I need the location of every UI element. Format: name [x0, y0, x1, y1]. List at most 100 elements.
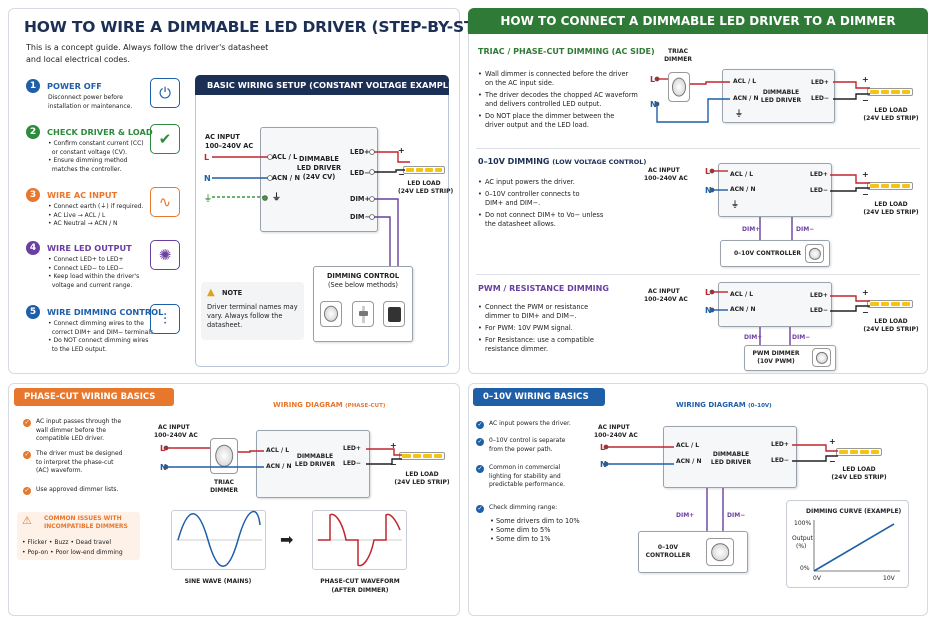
- step-3-line: • Connect earth (⏚) if required.: [48, 203, 144, 210]
- note-line-2: vary. Always follow the: [207, 312, 283, 320]
- pwm-dimmer-label-1: PWM DIMMER: [752, 350, 800, 357]
- basic-minus-label: −: [398, 170, 405, 179]
- phase-plus: +: [390, 441, 397, 450]
- basic-ledm-terminal: LED−: [350, 169, 370, 177]
- v010b-ledp: [792, 444, 838, 452]
- basic-dimp-terminal: DIM+: [350, 195, 371, 203]
- phase-led-strip: [399, 452, 445, 460]
- v010b-minus: −: [829, 457, 836, 466]
- basic-load-label-1: LED LOAD: [407, 180, 441, 187]
- pwm-dimmer-label-2: (10V PWM): [757, 358, 795, 365]
- basic-g-label: ⏚: [204, 194, 212, 203]
- warning-icon: ▲: [207, 287, 215, 298]
- v010-minus: −: [862, 190, 869, 199]
- clipboard-check-icon: ✔: [150, 124, 180, 154]
- phase-cut-wave-box: [312, 510, 407, 570]
- phase-driver-label-1: DIMMABLE: [296, 453, 334, 460]
- check-icon: ✓: [476, 465, 484, 473]
- curve-y-bottom: 0%: [800, 565, 810, 572]
- v010b-ac-2: 100–240V AC: [594, 432, 638, 439]
- step-number-4: 4: [26, 241, 40, 255]
- basic-wiring-header-bar: [195, 75, 449, 95]
- phase-dimmer-label-2: DIMMER: [210, 487, 238, 494]
- left-title: HOW TO WIRE A DIMMABLE LED DRIVER (STEP-…: [24, 18, 503, 36]
- phase-acl: ACL / L: [266, 447, 290, 454]
- pwm-dimm: DIM−: [792, 334, 811, 341]
- step-5-line: • Do NOT connect dimming wires: [48, 337, 149, 344]
- step-number-5: 5: [26, 305, 40, 319]
- basic-ac-voltage-label: 100–240V AC: [205, 142, 254, 150]
- step-number-2: 2: [26, 125, 40, 139]
- v010b-acl: ACL / L: [676, 442, 700, 449]
- v010b-ledm: LED−: [771, 457, 789, 464]
- phase-acn: ACN / N: [266, 463, 292, 470]
- v010b-n: N: [600, 460, 607, 469]
- v010-check-line: Common in commercial: [489, 464, 561, 471]
- basic-driver-box: [260, 127, 378, 232]
- step-title-5: WIRE DIMMING CONTROL: [47, 307, 164, 317]
- triac-minus: −: [862, 96, 869, 105]
- issues-warning-icon: ⚠: [22, 514, 32, 527]
- step-number-1: 1: [26, 79, 40, 93]
- curve-x-right: 10V: [883, 575, 895, 582]
- v010b-ac-1: AC INPUT: [598, 424, 630, 431]
- basic-l-label: L: [204, 153, 210, 162]
- basic-acl-terminal: ACL / L: [272, 153, 298, 161]
- phase-ledp: LED+: [343, 445, 361, 452]
- v010-n: N: [705, 186, 712, 195]
- basic-ac-input-label: AC INPUT: [205, 133, 240, 141]
- curve-title: DIMMING CURVE (EXAMPLE): [806, 508, 902, 515]
- basic-dimp-wire: [372, 198, 399, 266]
- range-item-1: • Some drivers dim to 10%: [490, 517, 580, 525]
- step-1-line: installation or maintenance.: [48, 102, 133, 110]
- phase-load-2: (24V LED STRIP): [394, 479, 450, 486]
- v010-check-line: lighting for stability and: [489, 472, 561, 480]
- pwm-load-1: LED LOAD: [874, 318, 908, 325]
- dimming-curve-chart: [813, 520, 900, 572]
- triac-ledp: LED+: [811, 79, 829, 86]
- check-icon: ✓: [23, 451, 31, 459]
- v010b-plus: +: [829, 437, 836, 446]
- pwm-acl: ACL / L: [730, 291, 754, 298]
- v010-ac-2: 100–240V AC: [644, 175, 688, 182]
- phase-check-line: to interpret the phase-cut: [36, 458, 114, 466]
- note-box: [201, 282, 304, 340]
- phase-ac-1: AC INPUT: [158, 424, 190, 431]
- triac-load-2: (24V LED STRIP): [863, 115, 919, 122]
- phase-check-line: (AC) waveform.: [36, 467, 83, 474]
- phase-n: N: [160, 463, 167, 472]
- basic-earth-terminal: ⏚: [272, 193, 282, 203]
- v010b-controller-label-2: CONTROLLER: [645, 552, 691, 559]
- note-line-1: Driver terminal names may: [207, 303, 298, 311]
- v010-ledm: LED−: [810, 187, 828, 194]
- light-bulb-icon: ✺: [150, 240, 180, 270]
- triac-heading: TRIAC / PHASE-CUT DIMMING (AC SIDE): [478, 47, 655, 56]
- divider-2: [476, 274, 920, 275]
- divider-1: [476, 148, 920, 149]
- power-icon: ⏻: [150, 78, 180, 108]
- triac-ledm: LED−: [811, 95, 829, 102]
- triac-driver-label-2: LED DRIVER: [760, 97, 802, 104]
- pwm-dimmer-knob-icon: [812, 348, 831, 367]
- v010-ac-1: AC INPUT: [648, 167, 680, 174]
- triac-earth: ⏚: [735, 109, 743, 118]
- basic-driver-label-2: LED DRIVER: [296, 164, 342, 172]
- v010b-driver-box: [663, 426, 797, 488]
- step-2-line: matches the controller.: [48, 165, 122, 173]
- slide-dimmer-icon: [352, 301, 374, 327]
- basic-n-label: N: [204, 174, 211, 183]
- sine-wave-box: [171, 510, 266, 570]
- step-2-line: or constant voltage (CV).: [48, 148, 128, 156]
- v010-earth: ⏚: [731, 200, 739, 209]
- triac-neutral: [656, 98, 730, 123]
- left-subtitle-2: and local electrical codes.: [26, 55, 130, 64]
- range-item-2: • Some dim to 5%: [490, 526, 551, 534]
- step-title-4: WIRE LED OUTPUT: [47, 243, 132, 253]
- v010b-load-2: (24V LED STRIP): [831, 474, 887, 481]
- phase-check-line: wall dimmer before the: [36, 426, 107, 434]
- sliders-icon: ⫶: [150, 304, 180, 334]
- v010-load-1: LED LOAD: [874, 201, 908, 208]
- phase-check-line: Use approved dimmer lists.: [36, 486, 119, 493]
